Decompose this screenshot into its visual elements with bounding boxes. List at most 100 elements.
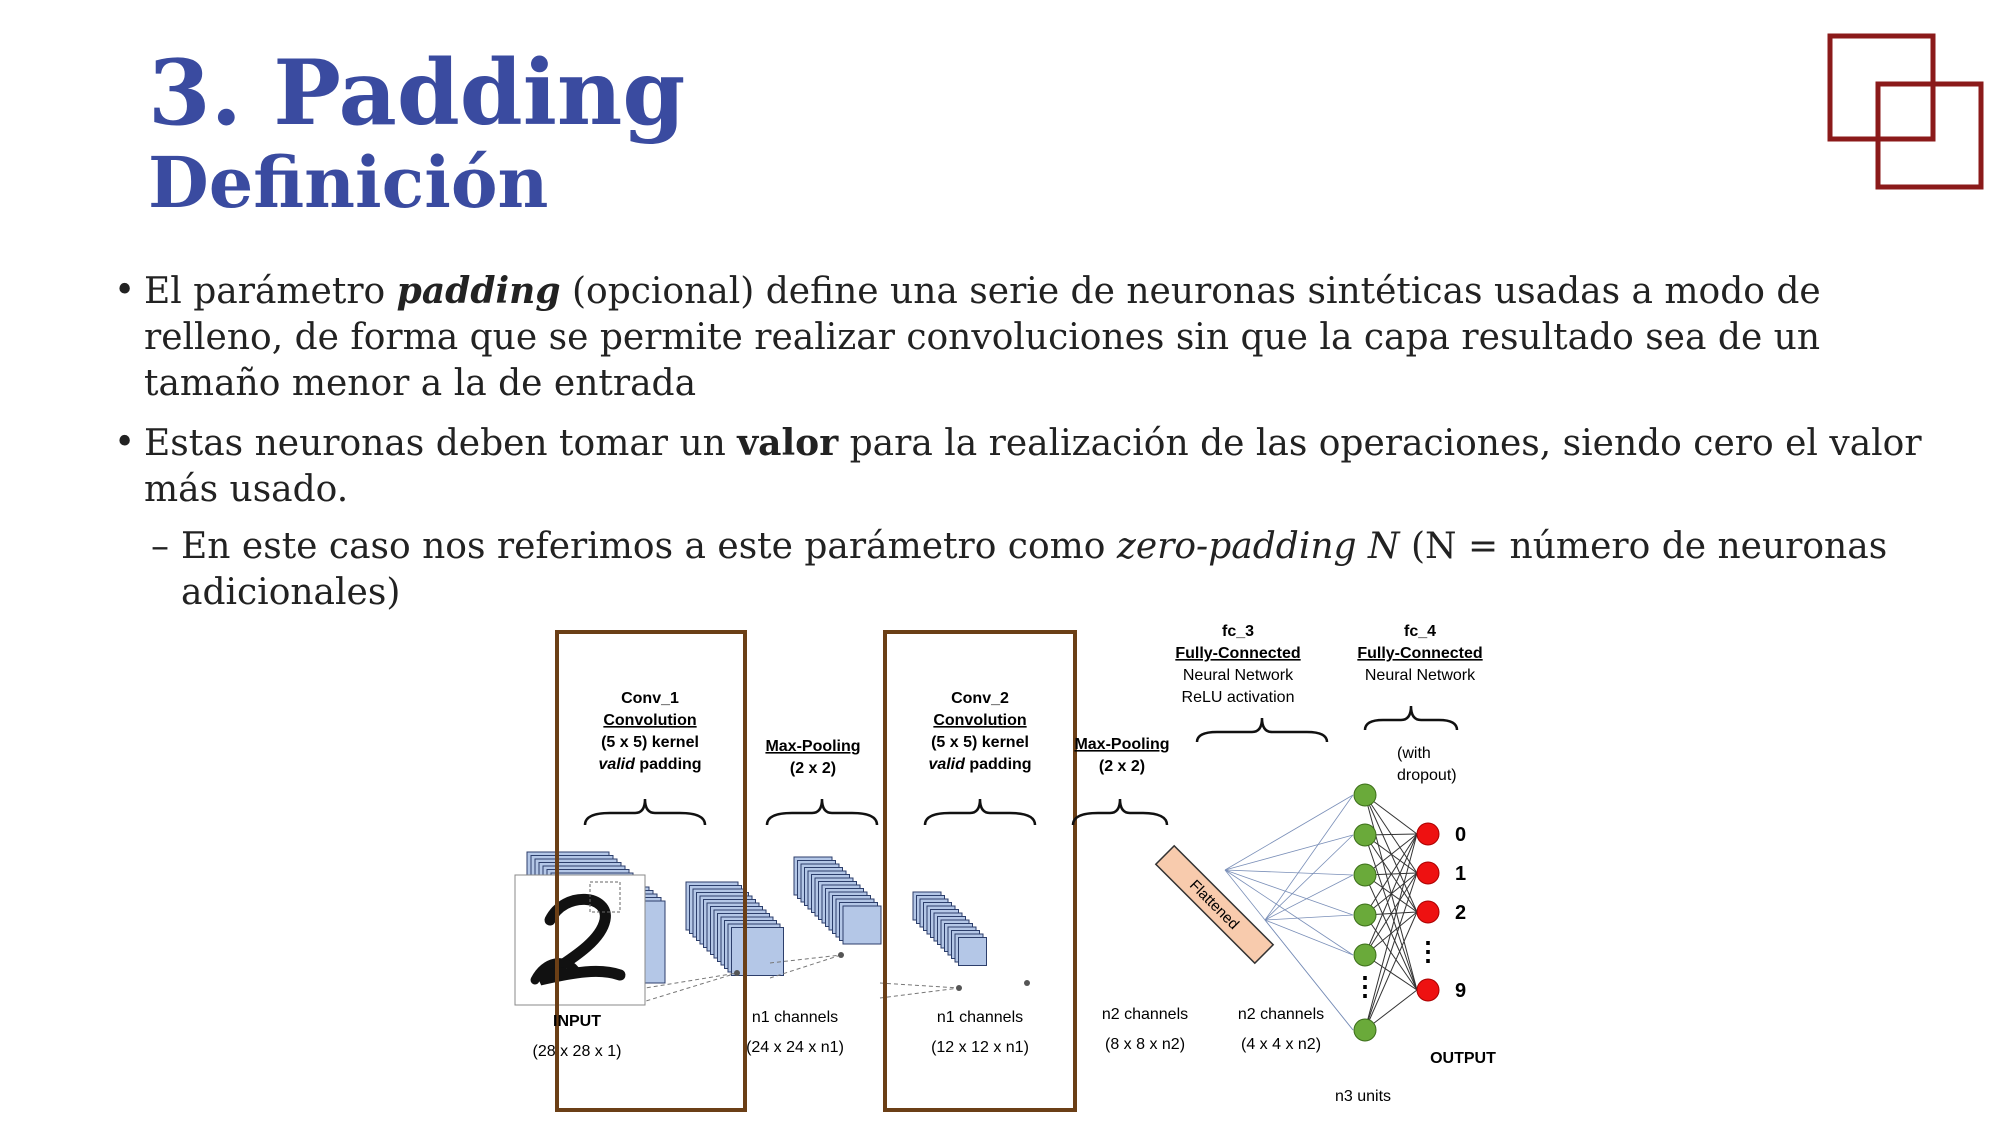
units-label: n3 units [1335,1088,1391,1105]
pool2-feature-map [958,937,987,966]
hidden-unit-node [1353,1018,1377,1042]
conv1-kernel: (5 x 5) kernel [601,734,699,751]
fc3-name: fc_3 [1222,623,1254,640]
bullet-text: para la realización de las operaciones, … [144,423,1922,510]
hidden-unit-node [1353,783,1377,807]
dropout-note-line1: (with [1397,745,1431,762]
input-dims: (28 x 28 x 1) [533,1043,622,1060]
hidden-ellipsis: ⋮ [1352,971,1378,1001]
fc4-connection [1364,833,1418,956]
dropout-note-line2: dropout) [1397,767,1457,784]
fc3-activation: ReLU activation [1182,689,1295,706]
fc4-type: Fully-Connected [1357,645,1482,662]
bullet-dot-icon: • [114,422,136,463]
fc3-connection [1224,869,1354,876]
pool2-brace [1071,798,1169,826]
bullet-text: El parámetro [144,271,397,312]
connection-dot [956,985,962,991]
conv2-type: Convolution [933,712,1026,729]
pool1-brace [765,798,879,826]
fc4-connection [1364,833,1418,916]
flattened-layer: Flattened [1154,844,1275,965]
bullet-text: (N = número de neuronas adicionales) [181,526,1888,613]
bullet-text: Estas neuronas deben tomar un [144,423,738,464]
fully-connected-nodes: ⋮ 0 1 2 9 ⋮ [1224,783,1466,1042]
conv1-highlight-box [555,630,747,1112]
fc3-connection [1224,869,1354,916]
input-label: INPUT [553,1013,601,1030]
output-unit-node [1416,900,1440,924]
fc3-connection [1224,869,1354,1031]
fc4-network: Neural Network [1365,667,1476,684]
bullet-valor: • Estas neuronas deben tomar un valor pa… [114,420,1954,513]
fc4-connection [1364,833,1418,1031]
output-digit-label: 2 [1455,902,1466,924]
sub-bullet-zero-padding: – En este caso nos referimos a este pará… [151,524,1951,616]
stage4-dims: (4 x 4 x n2) [1241,1036,1321,1053]
fc4-connection [1364,872,1418,1031]
handwritten-digit-icon [536,893,626,986]
bullet-text: (opcional) define una serie de neuronas … [144,271,1821,404]
conv2-feature-map [842,905,882,945]
stage1-channels: n1 channels [752,1009,838,1026]
hidden-unit-node [1353,943,1377,967]
fc3-connection [1264,874,1354,921]
fc3-connection [1264,794,1354,921]
fc3-connection [1264,914,1354,921]
hidden-unit-node [1353,823,1377,847]
stage3-dims: (8 x 8 x n2) [1105,1036,1185,1053]
conv1-name: Conv_1 [621,690,679,707]
conv2-padding: valid padding [928,756,1031,773]
stage2-channels: n1 channels [937,1009,1023,1026]
output-digit-label: 0 [1455,824,1466,846]
fc3-brace [1195,717,1329,743]
conv2-brace [923,798,1037,826]
fc4-connection [1364,911,1418,1031]
output-unit-node [1416,822,1440,846]
connection-dot [838,952,844,958]
output-digit-label: 1 [1455,863,1466,885]
conv1-brace [583,798,707,826]
bullet-padding: • El parámetro padding (opcional) define… [114,268,1954,407]
pool1-size: (2 x 2) [790,760,836,777]
hidden-unit-node [1353,863,1377,887]
connection-line [769,954,842,964]
slide-subtitle: Definición [148,141,549,224]
cnn-architecture-diagram: Conv_1 Convolution (5 x 5) kernel valid … [514,623,1496,1112]
fc3-connection [1224,869,1354,956]
conv2-highlight-box [883,630,1077,1112]
conv1-padding: valid padding [598,756,701,773]
output-ellipsis: ⋮ [1415,936,1441,966]
fc3-type: Fully-Connected [1175,645,1300,662]
connection-dot [734,970,740,976]
bullet-dot-icon: • [114,270,136,311]
fc3-connection [1224,834,1354,871]
fc3-network: Neural Network [1183,667,1294,684]
pool1-name: Max-Pooling [765,738,860,755]
connection-line [879,987,960,999]
bullet-text: En este caso nos referimos a este paráme… [181,526,1117,567]
connection-line [879,982,960,989]
output-unit-node [1416,978,1440,1002]
receptive-field-box [589,881,621,913]
fc4-connection [1364,872,1418,956]
fc4-connection [1364,834,1418,991]
pool2-name: Max-Pooling [1074,736,1169,753]
connection-line [769,954,842,979]
fc3-connection [1224,794,1354,871]
fc3-connection [1264,834,1354,921]
fc3-connection [1264,919,1354,956]
connection-dot [1024,980,1030,986]
stage4-channels: n2 channels [1238,1006,1324,1023]
connection-line [632,972,738,991]
output-digit-label: 9 [1455,980,1466,1002]
conv1-type: Convolution [603,712,696,729]
stage1-dims: (24 x 24 x n1) [746,1039,844,1056]
bullet-emphasis: zero-padding N [1116,526,1400,567]
conv2-name: Conv_2 [951,690,1009,707]
pool1-feature-map [731,927,784,976]
output-label: OUTPUT [1430,1050,1496,1067]
hidden-unit-node [1353,903,1377,927]
dash-icon: – [151,526,169,567]
logo-squares-icon [1827,33,1984,190]
